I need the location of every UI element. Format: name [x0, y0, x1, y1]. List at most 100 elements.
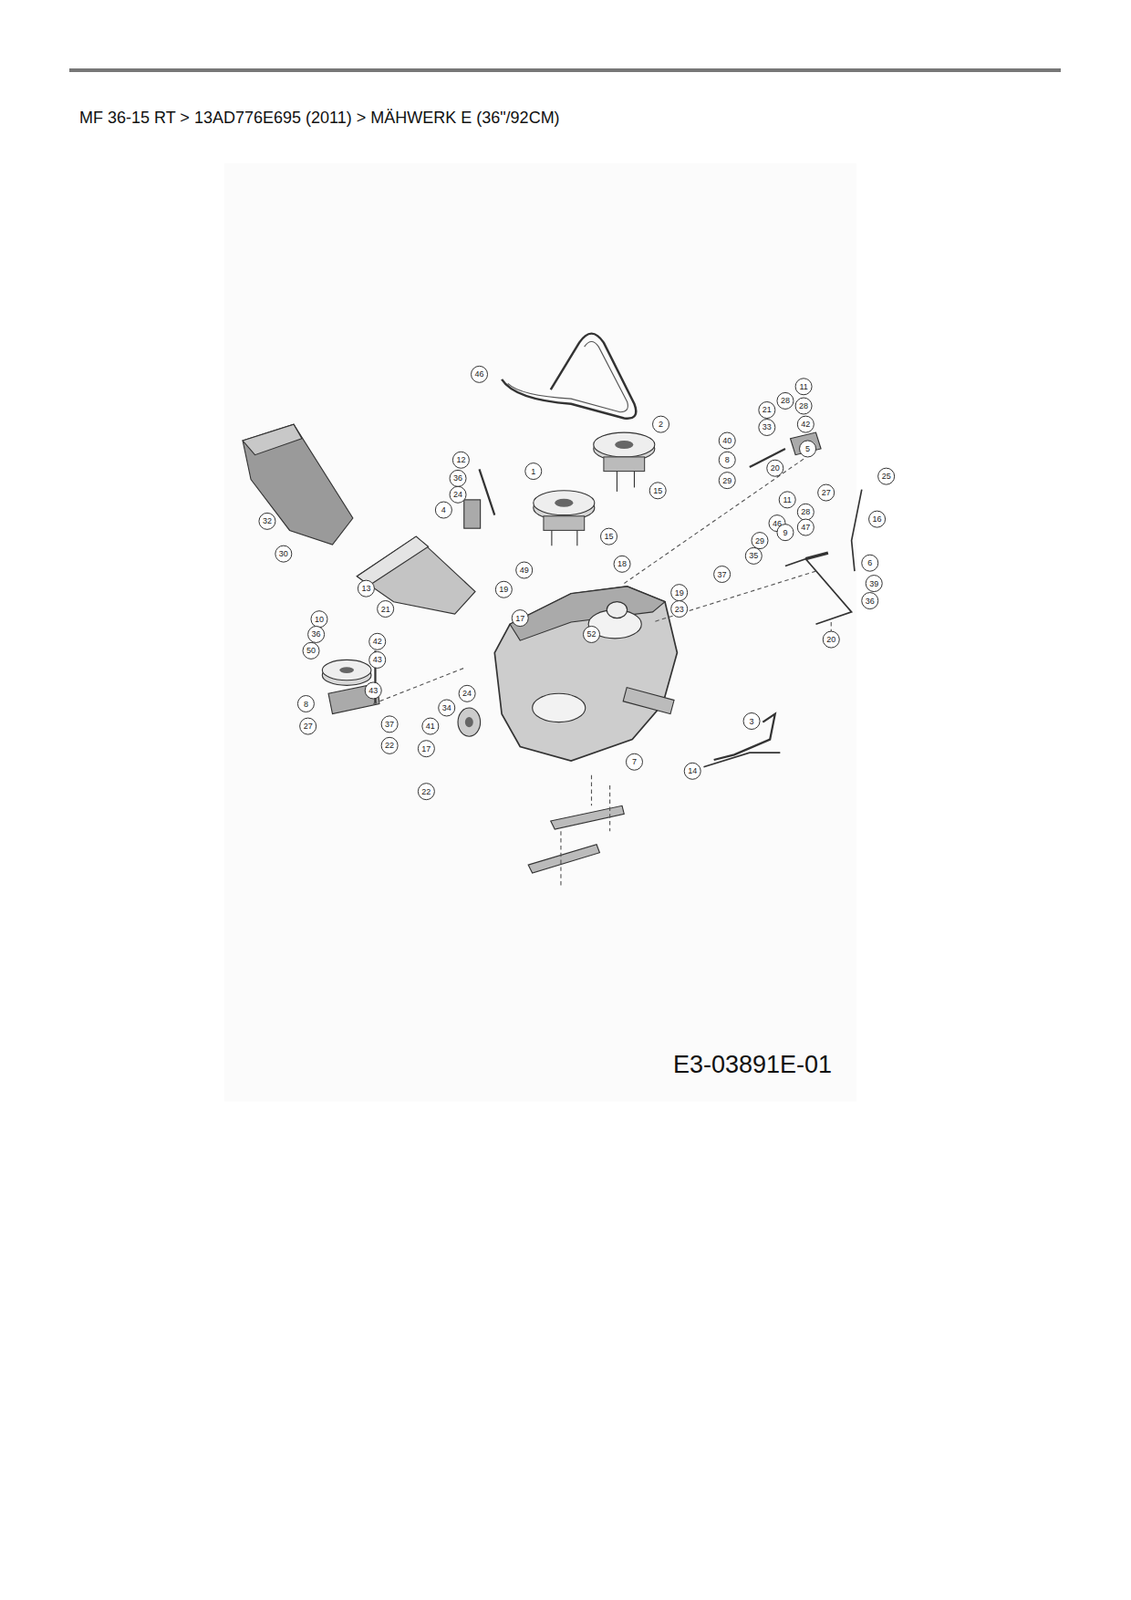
callout-circle	[438, 699, 456, 716]
illustration-part	[603, 456, 645, 472]
callout-number: 29	[722, 476, 732, 485]
callout-circle	[422, 717, 439, 735]
callout-circle	[311, 611, 328, 628]
callout-circle	[718, 432, 736, 449]
callout-number: 6	[867, 559, 872, 568]
callout-number: 40	[722, 436, 732, 446]
illustration-part	[373, 458, 831, 888]
callout-number: 37	[384, 719, 395, 728]
callout-number: 46	[772, 518, 782, 528]
illustration-part	[593, 432, 655, 457]
callout-number: 42	[800, 420, 810, 429]
callout-circle	[601, 528, 618, 545]
illustration-part	[614, 440, 633, 449]
callout-circle	[777, 392, 794, 409]
illustration-part	[356, 536, 428, 586]
illustration-part	[532, 693, 586, 722]
callout-number: 34	[442, 703, 452, 712]
illustration-part	[242, 424, 302, 456]
illustration-part	[622, 687, 675, 715]
callout-number: 15	[653, 486, 663, 495]
callout-circle	[718, 451, 736, 468]
callout-circle	[495, 581, 512, 598]
callout-number: 33	[762, 423, 772, 432]
illustration-part	[321, 659, 372, 680]
callout-number: 28	[800, 508, 810, 517]
callout-number: 47	[800, 523, 810, 532]
callout-circle	[767, 459, 784, 477]
callout-circle	[745, 547, 762, 564]
callout-number: 8	[303, 699, 309, 708]
callout-circle	[649, 482, 666, 499]
callout-number: 12	[456, 456, 466, 465]
callout-circle	[795, 397, 812, 415]
illustration-part	[69, 68, 1061, 73]
callout-circle	[369, 632, 386, 650]
illustration-part	[550, 805, 625, 830]
callout-circle	[377, 601, 395, 618]
callout-circle	[865, 575, 882, 592]
callout-number: 10	[314, 614, 324, 623]
callout-number: 24	[462, 689, 472, 698]
callout-number: 30	[279, 549, 289, 559]
callout-circle	[799, 440, 817, 457]
illustration-part	[591, 775, 592, 807]
callout-number: 17	[421, 744, 431, 753]
illustration-part	[554, 498, 573, 508]
callout-number: 25	[881, 472, 892, 481]
callout-number: 46	[475, 370, 485, 379]
illustration-part	[576, 529, 578, 546]
illustration-part	[339, 666, 354, 674]
callout-number: 23	[674, 604, 685, 613]
illustration-part	[606, 601, 627, 619]
callout-circle	[718, 472, 736, 489]
callout-number: 19	[674, 588, 685, 597]
callout-circle	[878, 467, 895, 485]
callout-circle	[471, 365, 488, 383]
callout-number: 17	[515, 613, 525, 623]
callout-circle	[449, 486, 467, 503]
callout-circle	[525, 463, 542, 480]
callout-number: 9	[782, 528, 788, 537]
illustration-part	[479, 468, 496, 515]
illustration-part	[633, 471, 635, 488]
callout-circle	[300, 717, 317, 735]
callout-number: 16	[872, 515, 882, 524]
illustration-part	[543, 516, 585, 531]
callout-circle	[381, 715, 398, 733]
callout-circle	[516, 561, 533, 579]
callout-number: 43	[368, 685, 378, 695]
illustration-part	[623, 458, 804, 583]
callout-number: 24	[453, 490, 463, 499]
callout-circle	[275, 545, 292, 562]
callout-circle	[751, 532, 768, 550]
callout-circle	[297, 695, 314, 713]
callout-number: 28	[780, 396, 790, 405]
callout-number: 42	[373, 637, 383, 646]
callout-number: 36	[865, 596, 875, 605]
callout-number: 32	[262, 517, 272, 526]
callout-circle	[458, 684, 476, 702]
callout-number: 11	[783, 495, 792, 504]
illustration-part	[533, 490, 595, 516]
callout-circle	[869, 510, 886, 528]
callout-number: 8	[725, 456, 730, 465]
callout-circle	[364, 682, 382, 699]
callout-circle	[653, 415, 670, 433]
callout-circle	[818, 484, 835, 501]
callout-circle	[797, 415, 814, 433]
illustration-part	[550, 529, 552, 546]
callout-number: 1	[530, 466, 536, 476]
illustration-part	[356, 536, 476, 614]
callout-circle	[758, 418, 776, 436]
illustration-part	[242, 424, 353, 545]
callout-circle	[302, 642, 320, 659]
callout-number: 21	[762, 405, 772, 415]
callout-number: 36	[453, 474, 463, 483]
illustration-part	[373, 667, 465, 704]
callout-number: 15	[604, 532, 614, 541]
callout-number: 50	[306, 646, 316, 655]
callout-circle	[625, 753, 643, 770]
callout-circle	[357, 580, 374, 597]
